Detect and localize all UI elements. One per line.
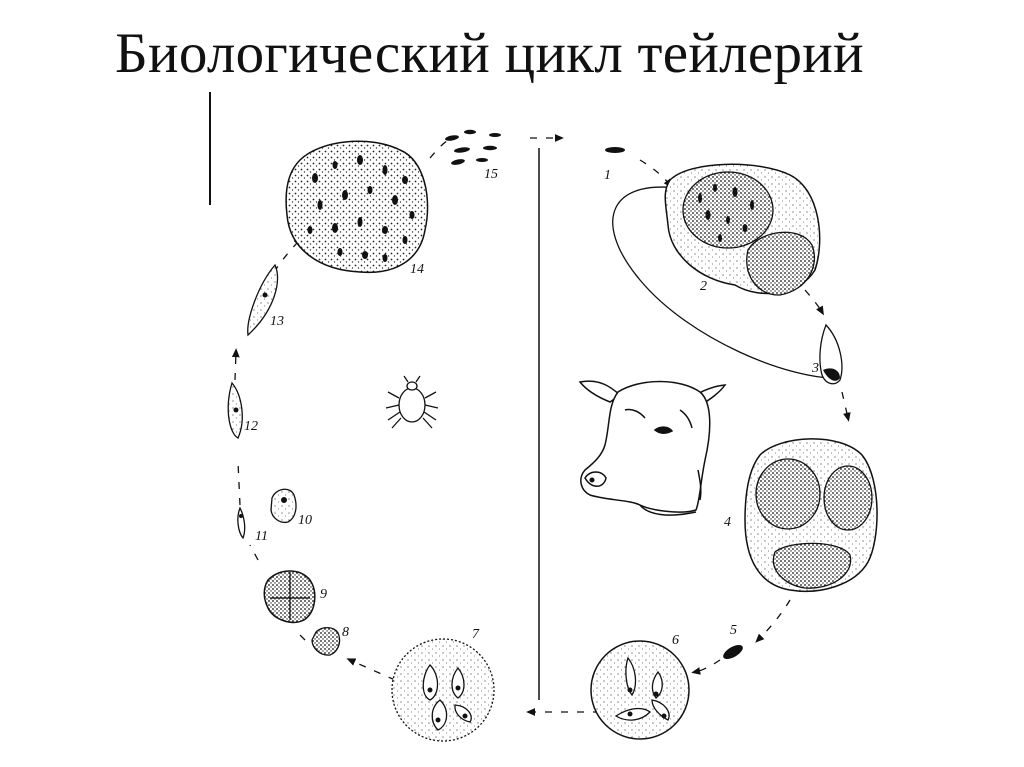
stage-label-7: 7 [472,627,480,642]
stage-label-6: 6 [672,633,679,648]
stage-label-3: 3 [811,361,819,376]
stage-label-2: 2 [700,279,707,294]
stage-label-10: 10 [298,513,312,528]
tick-icon [386,376,438,428]
stage-7-erythrocyte [392,639,494,741]
stage-9-cluster [264,571,315,622]
stage-2-cell [665,164,819,295]
stage-11-form [238,508,245,538]
stage-10-cell [271,489,296,522]
stage-label-8: 8 [342,625,349,640]
stage-3-merozoite [820,325,842,384]
stage-label-1: 1 [604,168,611,183]
stage-label-12: 12 [244,419,258,434]
stage-12-form [228,383,242,438]
stage-label-13: 13 [270,314,284,329]
stage-label-4: 4 [724,515,731,530]
stage-6-erythrocyte [591,641,689,739]
stage-4-cell [745,439,877,591]
stage-14-cell [286,141,428,272]
stage-label-11: 11 [255,529,268,544]
stage-1-sporozoite [605,147,625,153]
cow-head-icon [580,381,725,515]
stage-label-5: 5 [730,623,737,638]
stage-label-15: 15 [484,167,498,182]
stage-label-9: 9 [320,587,327,602]
stage-label-14: 14 [410,262,424,277]
stage-8-cell [312,628,340,655]
stage-15-sporozoites [445,130,501,166]
stage-5-form [721,642,745,662]
